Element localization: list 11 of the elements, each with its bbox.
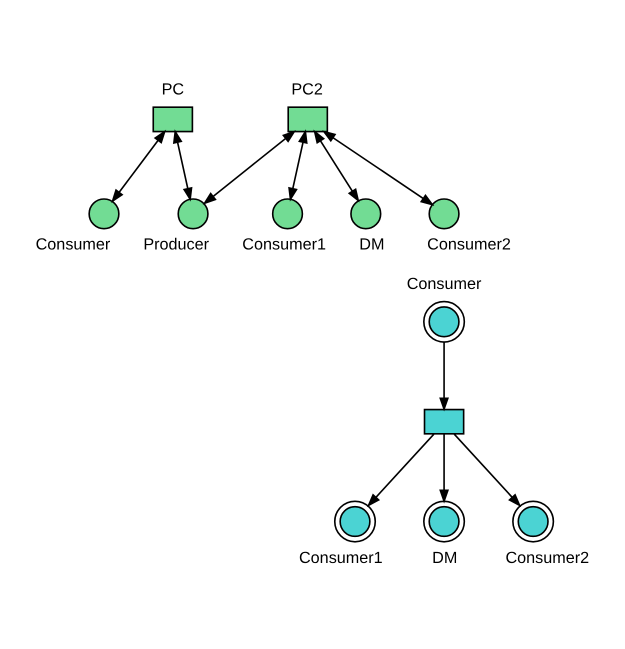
node-label: Consumer [406,274,482,293]
node-label: Producer [143,236,210,254]
node-label: Consumer2 [427,236,511,254]
node-label: Consumer1 [298,548,383,567]
node-label: Consumer2 [505,548,590,567]
node-label: DM [359,236,384,254]
node-label: PC [162,80,184,99]
node-label: PC2 [291,80,323,99]
node-label: Consumer1 [242,236,326,254]
node-label: Consumer [36,236,110,254]
node-label: DM [432,548,458,567]
